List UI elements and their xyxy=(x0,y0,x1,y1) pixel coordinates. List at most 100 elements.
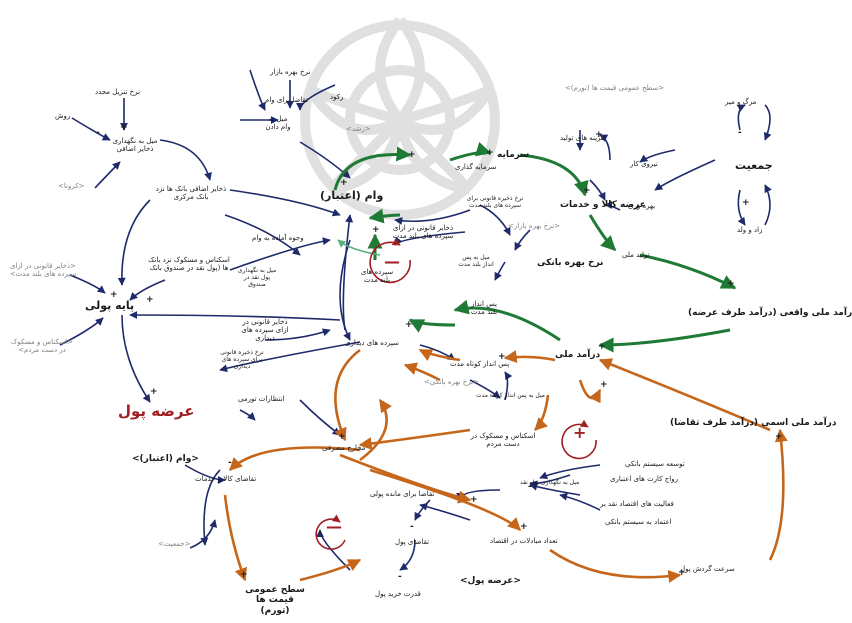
label-pasandaz-boland: پس انداز بلند مدت xyxy=(470,300,498,317)
polarity-sign: + xyxy=(408,150,416,160)
loop-marker-2 xyxy=(561,419,597,460)
label-arze-pool: عرضه پول xyxy=(118,402,195,420)
label-taghaza-vam: تقاضا برای وام xyxy=(265,96,309,104)
label-koroona-ref: <کرونا> xyxy=(58,182,85,190)
label-marg: مرگ و میر xyxy=(725,98,757,106)
label-nerkh-bahre-banki: نرخ بهره بانکی xyxy=(537,258,604,268)
label-meyl-pasandaz-kootah: میل به پس انداز کوتاه مدت xyxy=(476,392,545,399)
label-sath-omoomi-ref: <سطح عمومی قیمت ها (تورم)> xyxy=(565,84,665,92)
polarity-sign: + xyxy=(520,522,528,532)
polarity-sign: + xyxy=(110,290,118,300)
polarity-sign: - xyxy=(228,458,232,468)
polarity-sign: - xyxy=(96,128,100,138)
polarity-sign: + xyxy=(498,352,506,362)
label-tedad-mobadelat: تعداد مبادلات در اقتصاد xyxy=(490,537,558,545)
loop-marker-3 xyxy=(315,514,346,550)
label-rooshd: روش xyxy=(55,112,71,120)
label-etemad: اعتماد به سیستم بانکی xyxy=(605,518,672,526)
label-ghodrat-kharid: قدرت خرید پول xyxy=(375,590,421,598)
loop-marker-1 xyxy=(369,237,411,284)
polarity-sign: + xyxy=(583,186,591,196)
label-taghaza-mande: تقاضا برای مانده پولی xyxy=(370,490,435,498)
label-sath-omoomi: سطح عمومی قیمت ها (تورم) xyxy=(245,585,305,616)
label-arze-kala: عرضه کالا و خدمات xyxy=(560,200,646,210)
label-meyl-naghd: میل به نگهداری پول نقد در صندوق xyxy=(237,267,277,288)
polarity-sign: + xyxy=(598,342,606,352)
label-sepordeh-boland: سپرده های بلند مدت xyxy=(360,268,394,285)
polarity-sign: - xyxy=(528,482,532,492)
loop-marker-symbol-1: — xyxy=(384,252,400,271)
label-faaliat: فعالیت های اقتصاد نقد بر xyxy=(600,500,674,508)
polarity-sign: + xyxy=(742,198,750,208)
polarity-sign: - xyxy=(410,522,414,532)
label-bahre-vari: بهره وری xyxy=(628,202,656,210)
label-taghazaye-pool: تقاضای پول xyxy=(395,538,430,546)
green-links xyxy=(333,141,737,342)
label-meyl-pool-naghd: میل به نگهداری پول نقد xyxy=(520,479,580,486)
label-zad-valad: زاد و ولد xyxy=(737,226,763,234)
label-rooshd-ref: <رشد> xyxy=(346,125,371,133)
polarity-sign: + xyxy=(775,432,783,442)
label-nerkh-bahre-banki-ref: <نرخ بهره بانکی> xyxy=(424,378,479,386)
label-makharej: مخارج مصرفی xyxy=(322,444,366,452)
label-nerkh-bahre-bazar: نرخ بهره بازار xyxy=(270,68,311,76)
polarity-sign: + xyxy=(372,225,380,235)
polarity-sign: + xyxy=(340,178,348,188)
label-daramad-melli: درآمد ملی xyxy=(555,350,601,360)
polarity-sign: + xyxy=(595,130,603,140)
label-pasandaz-kootah: پس انداز کوتاه مدت xyxy=(450,360,510,368)
polarity-sign: - xyxy=(318,528,322,538)
polarity-sign: + xyxy=(120,123,128,133)
label-jamiat-ref: <جمعیت> xyxy=(158,540,191,548)
polarity-sign: + xyxy=(727,279,735,289)
polarity-sign: + xyxy=(486,148,494,158)
label-meyl-pasandaz-boland: میل به پس انداز بلند مدت xyxy=(458,254,494,268)
label-sarmaye: سرمایه xyxy=(497,150,530,160)
label-eskenas-mardom: اسکناس و مسکوک در دست مردم xyxy=(470,432,536,449)
label-zakhair-boland: ذخایر قانونی در ازای سپرده های بلند مدت xyxy=(392,224,454,241)
orange-links xyxy=(223,348,788,583)
label-hazine-tolid: هزینه های تولید xyxy=(560,134,605,142)
label-entezarat: انتظارات تورمی xyxy=(238,395,285,403)
label-nerkh-zakhire-didari: نرخ ذخیره قانونی برای سپرده های دیداری xyxy=(220,349,264,370)
label-eskenas-mardom-ref: <اسکناس و مسکوک در دست مردم> xyxy=(11,338,73,355)
label-nerkh-bahre-bazar-ref: <نرخ بهره بازار> xyxy=(508,222,561,230)
polarity-sign: + xyxy=(146,295,154,305)
label-vam: وام (اعتبار) xyxy=(320,189,384,202)
label-nirooye-kar: نیروی کار xyxy=(630,160,658,168)
label-vojooh: وجوه آماده به وام xyxy=(252,234,304,242)
polarity-sign: + xyxy=(600,380,608,390)
label-tosee-banki: توسعه سیستم بانکی xyxy=(625,460,685,468)
label-tolid-melli: تولید ملی xyxy=(622,251,650,259)
label-daramad-esmi: درآمد ملی اسمی (درآمد طرف تقاضا) xyxy=(670,418,837,428)
polarity-sign: + xyxy=(240,570,248,580)
light-green-link xyxy=(337,239,381,256)
label-taghaza-kala: تقاضای کالا و خدمات xyxy=(195,475,257,483)
label-jamiat: جمعیت xyxy=(735,159,773,172)
polarity-sign: + xyxy=(150,387,158,397)
label-sepordeh-didari: سپرده های دیداری xyxy=(345,339,399,347)
loop-marker-symbol-2: + xyxy=(573,423,587,442)
label-nerkh-zakhire-boland: نرخ ذخیره قانونی برای سپرده های بلند مدت xyxy=(466,195,524,209)
polarity-sign: + xyxy=(678,568,686,578)
navy-links xyxy=(59,69,772,571)
label-paye-pooli: پایه پولی xyxy=(85,299,135,312)
label-arze-pool-ref: <عرضه پول> xyxy=(460,576,521,586)
green-link-real-to-national xyxy=(598,328,731,353)
label-zakhair-didari: ذخایر قانونی در ازای سپرده های دیداری xyxy=(241,318,289,343)
label-zakhair-ezafi: ذخایر اضافی بانک ها نزد بانک مرکزی xyxy=(155,185,227,202)
label-zakhair-ghanooni-ref: <ذخایر قانونی در ازای سپرده های بلند مدت… xyxy=(9,262,77,279)
label-sarmaye-gozari: سرمایه گذاری xyxy=(455,163,497,171)
label-ravaj-kart: رواج کارت های اعتباری xyxy=(610,475,678,483)
label-sorat-gardesh: سرعت گردش پول xyxy=(680,565,735,573)
label-nerkh-tanzil: نرخ تنزیل مجدد xyxy=(95,88,141,96)
label-eskenas-bank: اسکناس و مسکوک نزد بانک ها (پول نقد در ص… xyxy=(148,256,230,273)
watermark-emblem xyxy=(300,16,500,220)
polarity-sign: - xyxy=(398,572,402,582)
label-meyl-zakhair: میل به نگهداری ذخایر اضافی xyxy=(112,137,158,154)
polarity-sign: + xyxy=(338,432,346,442)
loop-marker-symbol-3: — xyxy=(326,517,342,536)
label-daramad-vaghei: درآمد ملی واقعی (درآمد طرف عرضه) xyxy=(688,308,852,318)
polarity-sign: + xyxy=(470,495,478,505)
label-meyl-vam: میل به وام دادن xyxy=(265,115,291,132)
